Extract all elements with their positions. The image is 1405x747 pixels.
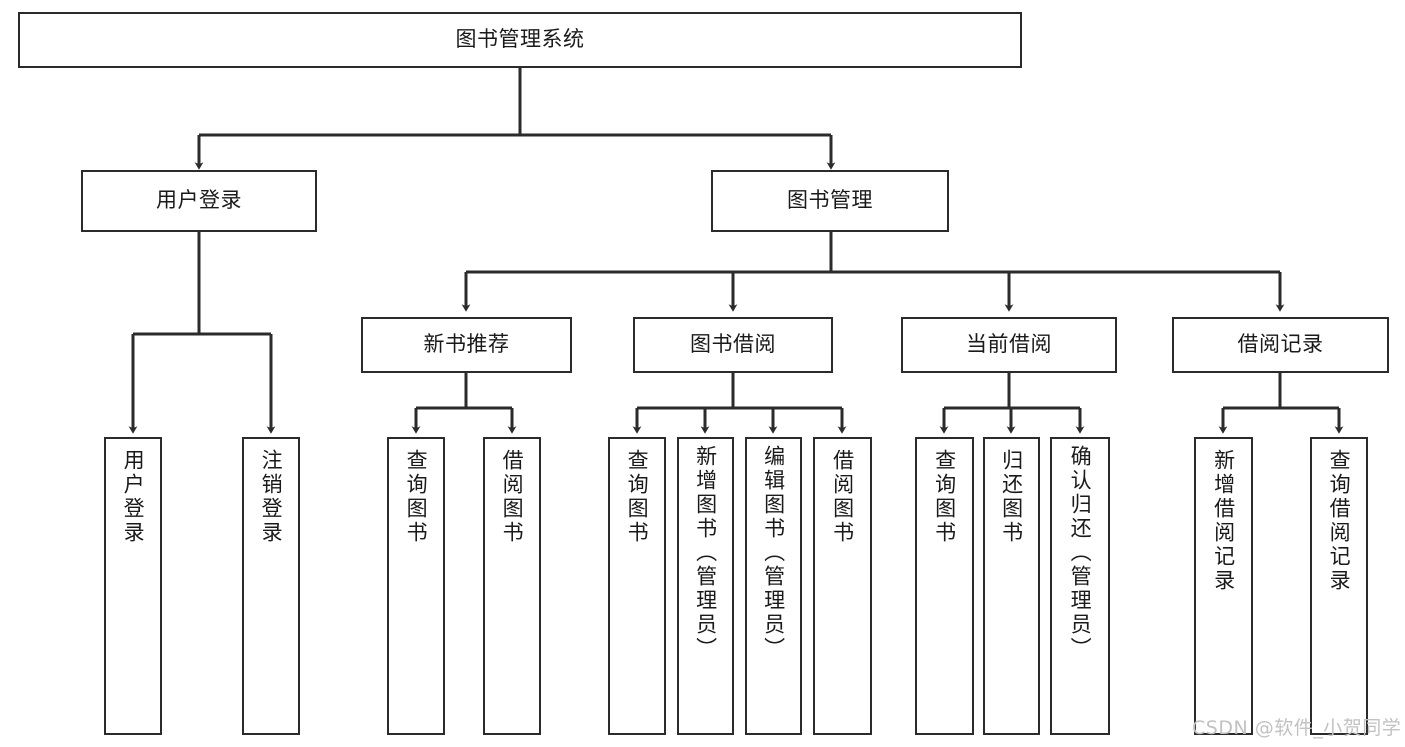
node-leaf-add-book-admin[interactable]: 新增图书（管理员） xyxy=(677,437,734,735)
node-leaf-logout-login-label: 注销登录 xyxy=(259,449,284,545)
node-new-book-recommend[interactable]: 新书推荐 xyxy=(361,317,572,373)
node-new-book-recommend-label: 新书推荐 xyxy=(423,332,510,357)
node-book-borrow-label: 图书借阅 xyxy=(690,332,776,357)
node-leaf-query-book-2-label: 查询图书 xyxy=(625,449,650,545)
node-leaf-borrow-book-2-label: 借阅图书 xyxy=(830,449,855,545)
node-leaf-return-book[interactable]: 归还图书 xyxy=(983,437,1040,735)
node-leaf-add-book-admin-label: 新增图书（管理员） xyxy=(693,445,718,661)
node-leaf-confirm-return-admin[interactable]: 确认归还（管理员） xyxy=(1050,437,1110,735)
node-borrow-record-label: 借阅记录 xyxy=(1237,332,1324,357)
node-leaf-edit-book-admin[interactable]: 编辑图书（管理员） xyxy=(745,437,802,735)
node-leaf-query-book-1[interactable]: 查询图书 xyxy=(387,437,445,735)
node-book-borrow[interactable]: 图书借阅 xyxy=(633,317,833,373)
node-leaf-borrow-book-1[interactable]: 借阅图书 xyxy=(483,437,541,735)
node-leaf-query-book-3-label: 查询图书 xyxy=(932,449,957,545)
node-leaf-return-book-label: 归还图书 xyxy=(999,449,1024,545)
node-leaf-query-book-2[interactable]: 查询图书 xyxy=(608,437,666,735)
node-leaf-add-borrow-record-label: 新增借阅记录 xyxy=(1211,449,1236,593)
node-leaf-borrow-book-2[interactable]: 借阅图书 xyxy=(813,437,872,735)
node-book-management[interactable]: 图书管理 xyxy=(711,170,949,232)
node-leaf-edit-book-admin-label: 编辑图书（管理员） xyxy=(761,445,786,661)
csdn-watermark: CSDN @软件_小贺同学 xyxy=(1192,717,1402,739)
node-leaf-query-book-1-label: 查询图书 xyxy=(404,449,429,545)
node-leaf-query-borrow-record[interactable]: 查询借阅记录 xyxy=(1310,437,1368,735)
node-leaf-user-login[interactable]: 用户登录 xyxy=(104,437,162,735)
node-user-login[interactable]: 用户登录 xyxy=(81,170,317,232)
node-leaf-confirm-return-admin-label: 确认归还（管理员） xyxy=(1068,445,1093,661)
node-current-borrow[interactable]: 当前借阅 xyxy=(901,317,1117,373)
node-leaf-add-borrow-record[interactable]: 新增借阅记录 xyxy=(1194,437,1253,735)
node-root-system-label: 图书管理系统 xyxy=(455,27,585,52)
node-leaf-query-borrow-record-label: 查询借阅记录 xyxy=(1327,449,1352,593)
node-book-management-label: 图书管理 xyxy=(787,188,873,213)
node-user-login-label: 用户登录 xyxy=(156,188,242,213)
node-root-system[interactable]: 图书管理系统 xyxy=(18,12,1022,68)
node-current-borrow-label: 当前借阅 xyxy=(966,332,1052,357)
node-leaf-query-book-3[interactable]: 查询图书 xyxy=(915,437,974,735)
node-leaf-borrow-book-1-label: 借阅图书 xyxy=(500,449,525,545)
node-leaf-user-login-label: 用户登录 xyxy=(121,449,146,545)
node-leaf-logout-login[interactable]: 注销登录 xyxy=(242,437,300,735)
node-borrow-record[interactable]: 借阅记录 xyxy=(1172,317,1389,373)
